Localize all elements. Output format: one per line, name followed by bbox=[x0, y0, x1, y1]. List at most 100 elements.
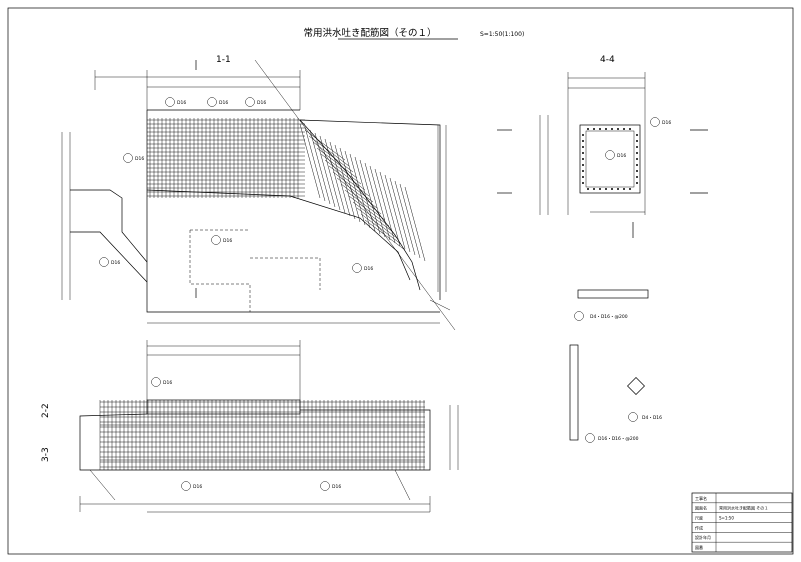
rebar-dot bbox=[605, 128, 607, 130]
title-block-label: 工事名 bbox=[695, 495, 707, 501]
rebar-line bbox=[374, 168, 396, 244]
drawing-scale: S=1:50(1:100) bbox=[480, 31, 524, 38]
rebar-line bbox=[308, 135, 350, 167]
rebar-line bbox=[324, 159, 366, 191]
callout-label: D16 bbox=[223, 238, 232, 244]
rebar-dot bbox=[582, 170, 584, 172]
rebar-grid-2-2-3-3 bbox=[99, 400, 425, 470]
callout-label: D16 bbox=[193, 484, 202, 490]
callout-label: D16 bbox=[135, 156, 144, 162]
rebar-line bbox=[352, 201, 394, 233]
rebar-line bbox=[332, 171, 374, 203]
rebar-callout: D16 bbox=[211, 235, 232, 245]
rebar-line bbox=[312, 141, 354, 173]
section-label-2-2: 2-2 bbox=[41, 403, 51, 418]
rebar-line bbox=[336, 177, 378, 209]
title-block-value: 常用洪水吐き配筋図 その１ bbox=[719, 505, 768, 511]
rebar-dot bbox=[636, 140, 638, 142]
rebar-line bbox=[328, 165, 370, 197]
rebar-grid-slope bbox=[299, 123, 426, 262]
rebar-callout: D16 bbox=[151, 377, 172, 387]
rebar-line bbox=[364, 219, 406, 251]
rebar-dots-4-4 bbox=[582, 128, 638, 190]
rebar-dot bbox=[599, 128, 601, 130]
rebar-dot bbox=[587, 188, 589, 190]
section-label-1-1: 1-1 bbox=[216, 55, 231, 65]
rebar-callout: D16 bbox=[165, 97, 186, 107]
rebar-line bbox=[364, 162, 386, 238]
rebar-dot bbox=[611, 188, 613, 190]
rebar-line bbox=[399, 183, 421, 259]
rebar-callout: D16 bbox=[245, 97, 266, 107]
rebar-grid-1-1 bbox=[147, 118, 305, 198]
rebar-dot bbox=[611, 128, 613, 130]
callout-label: D16 bbox=[662, 120, 671, 126]
rebar-note-c: D4・D16 bbox=[642, 415, 662, 421]
rebar-line bbox=[359, 159, 381, 235]
rebar-dot bbox=[636, 182, 638, 184]
rebar-dot bbox=[636, 134, 638, 136]
rebar-line bbox=[304, 126, 326, 202]
rebar-callout: D16 bbox=[123, 153, 144, 163]
rebar-line bbox=[334, 144, 356, 220]
section-1-1-drawing bbox=[61, 59, 456, 331]
rebar-line bbox=[320, 153, 362, 185]
rebar-line bbox=[379, 171, 401, 247]
callout-circle bbox=[151, 377, 161, 387]
rebar-dot bbox=[623, 188, 625, 190]
rebar-line bbox=[384, 174, 406, 250]
callout-circle bbox=[245, 97, 255, 107]
callout-label: D16 bbox=[617, 153, 626, 159]
title-block-value: S=1:50 bbox=[719, 516, 734, 521]
rebar-dot bbox=[605, 188, 607, 190]
rebar-dot bbox=[582, 164, 584, 166]
rebar-detail-c: D4・D16 bbox=[627, 377, 662, 422]
rebar-line bbox=[356, 207, 398, 239]
rebar-dot bbox=[617, 128, 619, 130]
rebar-dot bbox=[636, 176, 638, 178]
callout-circle bbox=[181, 481, 191, 491]
rebar-line bbox=[304, 129, 346, 161]
callout-label: D16 bbox=[111, 260, 120, 266]
rebar-dot bbox=[582, 158, 584, 160]
callout-circle bbox=[165, 97, 175, 107]
callout-label: D16 bbox=[163, 380, 172, 386]
section-label-3-3: 3-3 bbox=[41, 447, 51, 462]
rebar-dot bbox=[582, 176, 584, 178]
callout-circle bbox=[207, 97, 217, 107]
rebar-dot bbox=[582, 152, 584, 154]
callout-circle bbox=[320, 481, 330, 491]
rebar-callout: D16 bbox=[181, 481, 202, 491]
rebar-line bbox=[344, 150, 366, 226]
rebar-callout: D16 bbox=[207, 97, 228, 107]
rebar-note-a: D4・D16・@200 bbox=[590, 314, 628, 320]
rebar-dot bbox=[636, 170, 638, 172]
callout-circle bbox=[99, 257, 109, 267]
title-block-label: 設計年月 bbox=[695, 534, 711, 540]
rebar-line bbox=[348, 195, 390, 227]
rebar-line bbox=[324, 138, 346, 214]
title-block-label: 図番 bbox=[695, 544, 703, 550]
rebar-note-b: D16・D16・@200 bbox=[598, 436, 639, 442]
rebar-dot bbox=[582, 146, 584, 148]
rebar-line bbox=[369, 165, 391, 241]
rebar-callout: D16 bbox=[99, 257, 120, 267]
section-2-2-3-3-drawing bbox=[79, 340, 459, 513]
rebar-dot bbox=[636, 164, 638, 166]
rebar-detail-a: D4・D16・@200 bbox=[574, 289, 649, 321]
rebar-dot bbox=[582, 140, 584, 142]
rebar-callout: D16 bbox=[650, 117, 671, 127]
rebar-dot bbox=[623, 128, 625, 130]
rebar-dot bbox=[636, 146, 638, 148]
callout-label: D16 bbox=[177, 100, 186, 106]
rebar-dot bbox=[629, 128, 631, 130]
title-block-label: 尺度 bbox=[695, 515, 703, 521]
callout-circle bbox=[605, 150, 615, 160]
rebar-line bbox=[394, 180, 416, 256]
rebar-detail-b: D16・D16・@200 bbox=[569, 344, 639, 443]
rebar-line bbox=[349, 153, 371, 229]
